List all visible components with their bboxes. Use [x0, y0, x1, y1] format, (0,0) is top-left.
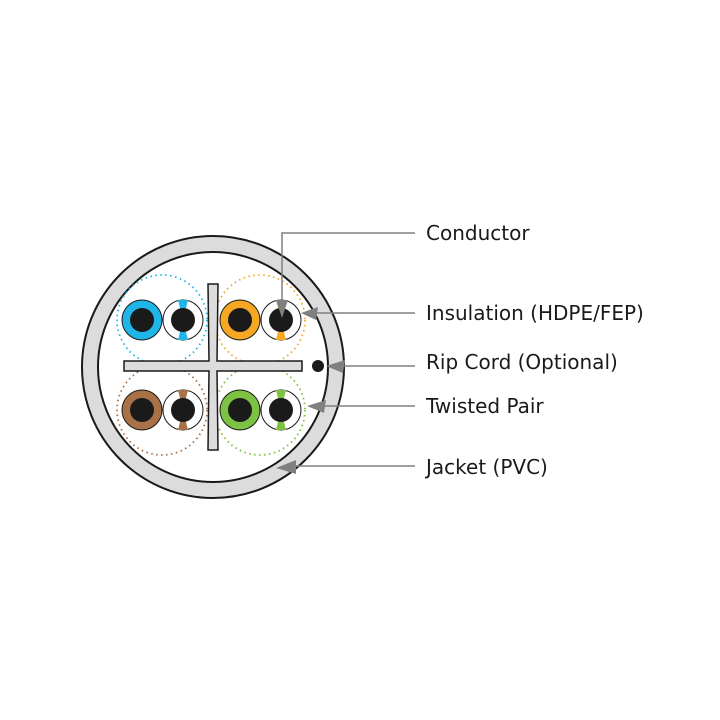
- jacket-label: Jacket (PVC): [426, 455, 548, 479]
- pair-blue-striped-conductor: [171, 308, 195, 332]
- pair-green-striped-conductor: [269, 398, 293, 422]
- arrowheads: [276, 300, 345, 474]
- conductor-arrow-icon: [276, 300, 288, 318]
- cross-separator: [123, 283, 303, 451]
- conductor-leader: [281, 232, 415, 305]
- rip-cord-label: Rip Cord (Optional): [426, 350, 618, 374]
- jacket-arrow-icon: [276, 460, 296, 474]
- insulation-arrow-icon: [301, 307, 318, 320]
- insulation-label: Insulation (HDPE/FEP): [426, 301, 644, 325]
- pair-brown-boundary: [116, 364, 208, 456]
- pair-orange-striped-conductor: [269, 308, 293, 332]
- leader-lines: [281, 232, 415, 467]
- rip-cord-arrow-icon: [326, 360, 345, 373]
- conductor-label: Conductor: [426, 221, 530, 245]
- pair-blue-solid-conductor: [130, 308, 154, 332]
- twisted-pair-label: Twisted Pair: [426, 394, 544, 418]
- twisted-pair-arrow-icon: [307, 400, 326, 413]
- pair-brown-solid-conductor: [130, 398, 154, 422]
- pair-green-solid-conductor: [228, 398, 252, 422]
- pair-orange-solid-conductor: [228, 308, 252, 332]
- rip-cord: [312, 360, 324, 372]
- pair-brown-striped-conductor: [171, 398, 195, 422]
